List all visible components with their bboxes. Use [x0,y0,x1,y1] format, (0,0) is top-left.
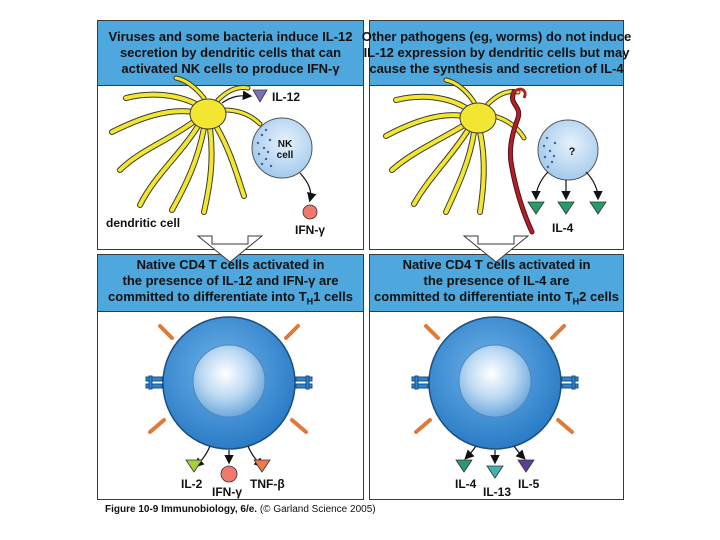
il12-triangle [252,89,268,103]
il2-label: IL-2 [181,477,203,491]
header-line: activated NK cells to produce IFN-γ [121,61,340,76]
header-line: Other pathogens (eg, worms) do not induc… [361,29,632,44]
nk-cell-label: cell [277,150,294,161]
panel-bottom-right: Native CD4 T cells activated in the pres… [369,254,624,500]
header-line: committed to differentiate into TH1 cell… [108,288,353,307]
il4-triangle [527,201,545,215]
header-line: Native CD4 T cells activated in [136,256,325,272]
il13-triangle [486,465,504,479]
arrow-nk-to-ifn [299,172,317,203]
dendritic-cell-label: dendritic cell [106,216,180,230]
nk-cell: NK cell [251,117,313,179]
panel-top-left-header: Viruses and some bacteria induce IL-12 s… [98,21,363,86]
header-line: IL-12 expression by dendritic cells but … [363,45,630,60]
header-line: Native CD4 T cells activated in [402,256,591,272]
il12-label: IL-12 [272,90,300,104]
down-arrow-right [462,235,530,263]
ifn-gamma-dot [220,465,238,483]
panel-top-left: Viruses and some bacteria induce IL-12 s… [97,20,364,250]
header-line: secretion by dendritic cells that can [119,45,342,60]
tnf-triangle [253,459,271,473]
th2-cell [411,316,579,450]
header-line: committed to differentiate into TH2 cell… [374,288,619,307]
il2-triangle [185,459,203,473]
unknown-cell: ? [537,119,599,181]
il5-label: IL-5 [518,477,540,491]
panel-top-right: Other pathogens (eg, worms) do not induc… [362,20,631,250]
tnf-label: TNF-β [250,477,285,491]
il5-triangle [517,459,535,473]
ifn-gamma-label: IFN-γ [212,485,242,499]
question-mark: ? [569,146,576,158]
dendritic-cell [109,75,263,215]
worm [507,87,535,235]
il4-label: IL-4 [455,477,477,491]
il13-label: IL-13 [483,485,511,499]
il4-triangle [455,459,473,473]
figure-caption: Figure 10-9 Immunobiology, 6/e. (© Garla… [105,504,376,515]
panel-bottom-left-header: Native CD4 T cells activated in the pres… [98,255,363,312]
header-line: Viruses and some bacteria induce IL-12 [108,29,353,44]
down-arrow-left [196,235,264,263]
header-line: the presence of IL-4 are [423,272,570,288]
header-line: the presence of IL-12 and IFN-γ are [122,272,339,288]
il4-label: IL-4 [552,221,574,235]
il4-triangle [589,201,607,215]
header-line: cause the synthesis and secretion of IL-… [369,61,624,76]
th1-cell [145,316,313,450]
dendritic-cell-right [383,77,527,215]
nk-label: NK [278,139,293,150]
panel-bottom-right-header: Native CD4 T cells activated in the pres… [370,255,623,312]
ifn-gamma-dot [302,204,318,220]
ifn-gamma-label: IFN-γ [295,223,325,237]
il4-triangle [557,201,575,215]
arrow-dc-to-il12 [221,90,253,104]
panel-top-right-header: Other pathogens (eg, worms) do not induc… [362,21,631,86]
